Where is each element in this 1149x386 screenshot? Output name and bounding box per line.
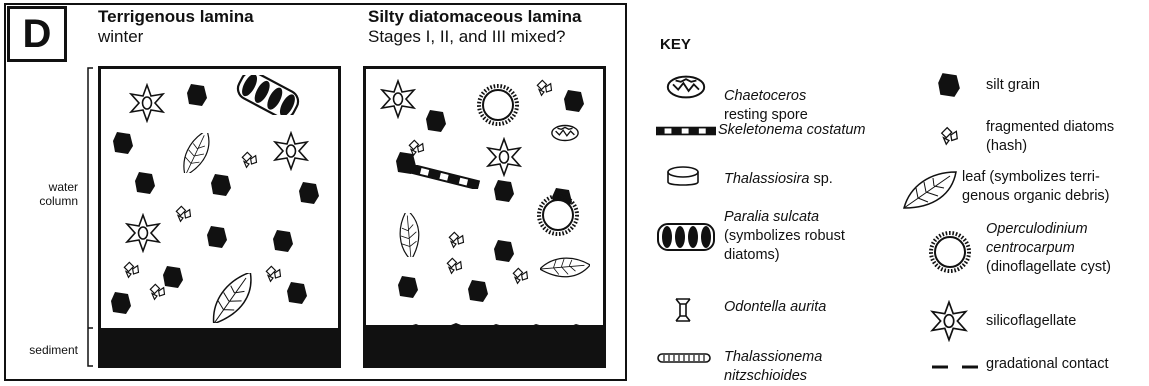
fragmented-diatom-icon	[534, 77, 554, 97]
left-panel-title: Terrigenous lamina	[98, 7, 254, 27]
silicoflagellate-icon	[378, 79, 418, 119]
right-panel-title: Silty diatomaceous lamina	[368, 7, 582, 27]
paralia-icon	[235, 75, 301, 115]
key-fragmented: fragmented diatoms (hash)	[986, 118, 1114, 156]
gradational-contact	[366, 317, 606, 331]
fragmented-diatom-icon	[173, 203, 193, 223]
silicoflagellate-icon	[127, 83, 167, 123]
silt-grain-icon	[297, 181, 321, 205]
fragmented-diatom-icon	[147, 281, 167, 301]
water-column-label: water column	[12, 180, 78, 208]
silt-grain-icon	[424, 109, 448, 133]
silt-grain-icon	[111, 131, 135, 155]
fragmented-diatom-icon	[239, 149, 259, 169]
silt-grain-icon	[109, 291, 133, 315]
skeletonema-icon	[408, 165, 482, 189]
sediment-label: sediment	[10, 343, 78, 357]
sediment-layer	[101, 328, 338, 365]
silt-grain-icon	[271, 229, 295, 253]
terrigenous-panel	[98, 66, 341, 368]
gradational-contact-icon	[930, 362, 982, 372]
silty-diatomaceous-panel	[363, 66, 606, 368]
fragmented-diatom-icon	[446, 229, 466, 249]
left-panel-subtitle: winter	[98, 27, 143, 47]
panel-label: D	[7, 6, 67, 62]
thalassionema-icon	[656, 352, 712, 364]
silt-grain-icon	[133, 171, 157, 195]
fragmented-diatom-icon	[506, 265, 534, 285]
silt-grain-icon	[209, 173, 233, 197]
silicoflagellate-icon	[928, 300, 970, 342]
silt-grain-icon	[285, 281, 309, 305]
key-leaf: leaf (symbolizes terri- genous organic d…	[962, 168, 1110, 206]
leaf-icon	[540, 245, 590, 289]
key-thalassiosira: Thalassiosira sp.	[724, 170, 833, 189]
leaf-icon	[900, 168, 960, 212]
silt-grain-icon	[396, 275, 420, 299]
skeletonema-icon	[656, 125, 716, 137]
key-operculodinium: Operculodinium centrocarpum(dinoflagella…	[986, 220, 1111, 277]
key-skeletonema: Skeletonema costatum	[718, 121, 866, 140]
leaf-icon	[197, 273, 267, 323]
silicoflagellate-icon	[271, 131, 311, 171]
silt-grain-icon	[185, 83, 209, 107]
fragmented-diatom-icon	[444, 255, 464, 275]
key-silicoflagellate: silicoflagellate	[986, 312, 1076, 331]
odontella-icon	[672, 296, 694, 324]
key-odontella: Odontella aurita	[724, 298, 826, 317]
thalassiosira-icon	[665, 164, 701, 190]
operculodinium-icon	[536, 193, 580, 237]
chaetoceros-icon	[550, 123, 580, 143]
leaf-icon	[384, 213, 434, 257]
silt-grain-icon	[936, 72, 962, 98]
operculodinium-icon	[928, 230, 972, 274]
silt-grain-icon	[205, 225, 229, 249]
sediment-layer	[366, 325, 603, 365]
silicoflagellate-icon	[123, 213, 163, 253]
silt-grain-icon	[492, 179, 516, 203]
fragmented-diatom-icon	[938, 124, 960, 146]
silicoflagellate-icon	[484, 137, 524, 177]
silt-grain-icon	[466, 279, 490, 303]
operculodinium-icon	[476, 83, 520, 127]
water-column-bracket	[78, 66, 98, 368]
paralia-icon	[656, 222, 716, 252]
fragmented-diatom-icon	[121, 259, 141, 279]
leaf-icon	[171, 133, 221, 173]
right-panel-subtitle: Stages I, II, and III mixed?	[368, 27, 566, 47]
silt-grain-icon	[562, 89, 586, 113]
key-thalassionema: Thalassionema nitzschioides	[724, 348, 822, 386]
chaetoceros-icon	[664, 74, 708, 100]
key-paralia: Paralia sulcata(symbolizes robust diatom…	[724, 208, 845, 265]
silt-grain-icon	[492, 239, 516, 263]
key-gradational: gradational contact	[986, 355, 1109, 374]
key-title: KEY	[660, 36, 691, 53]
key-silt: silt grain	[986, 76, 1040, 95]
